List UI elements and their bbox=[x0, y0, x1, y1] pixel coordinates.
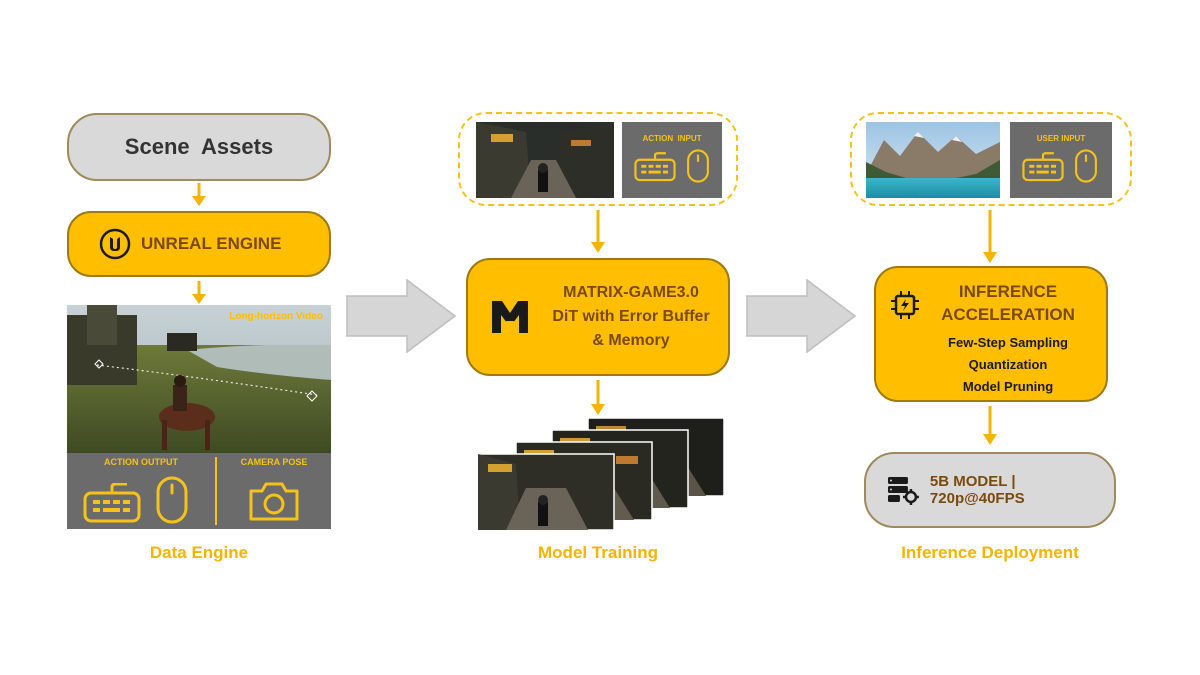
arrow-down-5 bbox=[983, 210, 997, 263]
inference-title-line2: ACCELERATION bbox=[941, 305, 1075, 324]
inference-title-line1: INFERENCE bbox=[958, 282, 1058, 301]
data-engine-caption: Data Engine bbox=[149, 543, 249, 562]
mouse-icon bbox=[1075, 149, 1097, 183]
inference-acceleration-box: INFERENCE ACCELERATION Few-Step Sampling… bbox=[874, 266, 1108, 402]
deployment-box: 5B MODEL | 720p@40FPS bbox=[864, 452, 1116, 528]
inference-item: Few-Step Sampling bbox=[948, 335, 1068, 350]
chip-icon bbox=[891, 291, 919, 319]
action-input-label: ACTION INPUT bbox=[642, 134, 702, 143]
game-screenshot: Long-horizon Video bbox=[67, 305, 331, 453]
arrow-down-6 bbox=[983, 406, 997, 445]
user-input-group bbox=[850, 112, 1132, 206]
video-overlay-label: Long-horizon Video bbox=[229, 311, 323, 322]
matrix-game-line2: DiT with Error Buffer bbox=[552, 308, 710, 325]
scene-assets-box: Scene Assets bbox=[67, 113, 331, 181]
unreal-engine-box: UNREAL ENGINE bbox=[67, 211, 331, 277]
keyboard-icon bbox=[1022, 152, 1064, 182]
keyboard-icon bbox=[83, 483, 141, 523]
matrix-game-logo-icon bbox=[492, 301, 528, 333]
deployment-label: 5B MODEL | 720p@40FPS bbox=[929, 473, 1025, 507]
matrix-game-box: MATRIX-GAME3.0 DiT with Error Buffer & M… bbox=[466, 258, 730, 376]
arrow-down-3 bbox=[591, 210, 605, 253]
unreal-logo-icon bbox=[99, 228, 131, 260]
server-gear-icon bbox=[887, 477, 919, 505]
matrix-game-title: MATRIX-GAME3.0 bbox=[563, 284, 699, 301]
mouse-icon bbox=[687, 149, 709, 183]
inference-deployment-caption: Inference Deployment bbox=[901, 543, 1079, 562]
scene-assets-label: Scene Assets bbox=[124, 134, 274, 159]
inference-input-frame bbox=[866, 122, 1000, 198]
unreal-engine-label: UNREAL ENGINE bbox=[141, 234, 282, 253]
mouse-icon bbox=[156, 476, 188, 524]
matrix-game-line3: & Memory bbox=[592, 332, 670, 349]
training-input-frame bbox=[476, 122, 614, 198]
flow-arrow-2 bbox=[746, 278, 857, 354]
panel-divider bbox=[215, 457, 217, 525]
arrow-down-4 bbox=[591, 380, 605, 415]
model-training-caption: Model Training bbox=[538, 543, 658, 562]
user-input-label: USER INPUT bbox=[1036, 134, 1086, 143]
action-input-group bbox=[458, 112, 738, 206]
user-input-panel: USER INPUT bbox=[1010, 122, 1112, 198]
keyboard-icon bbox=[634, 152, 676, 182]
training-frames-stack bbox=[476, 418, 726, 532]
flow-arrow-1 bbox=[346, 278, 457, 354]
action-output-label: ACTION OUTPUT bbox=[104, 457, 178, 467]
camera-pose-label: CAMERA POSE bbox=[240, 457, 308, 467]
camera-icon bbox=[249, 482, 299, 521]
arrow-down-1 bbox=[192, 183, 206, 206]
action-input-panel: ACTION INPUT bbox=[622, 122, 722, 198]
inference-item: Quantization bbox=[968, 357, 1048, 372]
inference-item: Model Pruning bbox=[962, 379, 1054, 394]
frame-1 bbox=[477, 453, 615, 531]
arrow-down-2 bbox=[192, 281, 206, 304]
action-camera-panel: ACTION OUTPUT CAMERA POSE bbox=[67, 453, 331, 529]
